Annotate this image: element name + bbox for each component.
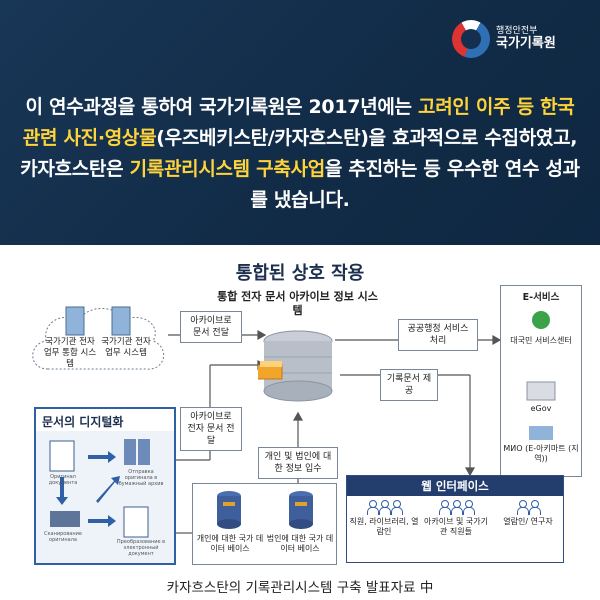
intro-seg5: 을 추진하는 등 우수한 연수 성과를 냈습니다. bbox=[250, 158, 580, 211]
people-icon bbox=[349, 500, 419, 517]
database-icons bbox=[217, 491, 313, 529]
digi-step-scan: Сканирование оригинала bbox=[44, 531, 82, 543]
cloud-label-right: 국가기관 전자 업무 시스템 bbox=[101, 337, 151, 358]
cloud-label-left: 국가기관 전자업무 통합 시스템 bbox=[43, 337, 97, 369]
org-name: 국가기록원 bbox=[496, 35, 556, 51]
e-service-title: E-서비스 bbox=[522, 292, 560, 303]
org-ministry: 행정안전부 bbox=[496, 25, 538, 36]
national-database-panel: 개인에 대한 국가 데이터 베이스 법인에 대한 국가 데이터 베이스 bbox=[192, 483, 337, 565]
system-diagram: 통합된 상호 작용 통합 전자 문서 아카이브 정보 시스템 국가기관 전자업무… bbox=[0, 245, 600, 600]
intro-seg1: 이 연수과정을 통하여 국가기록원은 2017년에는 bbox=[25, 96, 419, 118]
e-service-item-center: 대국민 서비스센터 bbox=[510, 336, 572, 345]
people-icon bbox=[493, 500, 563, 517]
taegeuk-emblem-icon bbox=[452, 20, 490, 58]
web-user-researcher: 열람인/ 연구자 bbox=[493, 500, 563, 527]
digi-step-original: Оригинал документа bbox=[48, 474, 78, 486]
intro-highlight1: 고려인 이주 등 한국 관련 사진·영상물 bbox=[22, 96, 575, 149]
records-provide-label: 기록문서 제공 bbox=[380, 369, 438, 401]
info-receive-label: 개인 및 법인에 대한 정보 입수 bbox=[258, 447, 338, 479]
digi-step-send: Отправка оригинала в бумажный архив bbox=[118, 469, 164, 487]
archive-transfer-label-2: 아카이브로 전자 문서 전달 bbox=[180, 407, 242, 451]
intro-highlight2: 기록관리시스템 구축사업 bbox=[129, 158, 326, 180]
digitization-title: 문서의 디지털화 bbox=[36, 409, 174, 431]
people-icon bbox=[421, 500, 491, 517]
digitization-panel: 문서의 디지털화 Оригинал документа Отправка ори… bbox=[34, 407, 176, 565]
digi-step-convert: Преобразование в электронный документ bbox=[116, 539, 166, 557]
diagram-caption: 카자흐스탄의 기록관리시스템 구축 발표자료 中 bbox=[166, 580, 434, 596]
header-banner: 행정안전부 국가기록원 이 연수과정을 통하여 국가기록원은 2017년에는 고… bbox=[0, 0, 600, 245]
archive-server-icon bbox=[258, 330, 333, 402]
db-individuals-label: 개인에 대한 국가 데이터 베이스 bbox=[196, 534, 264, 553]
archive-transfer-label: 아카이브로 문서 전달 bbox=[180, 311, 242, 343]
government-systems-cloud: 국가기관 전자업무 통합 시스템 국가기관 전자 업무 시스템 bbox=[28, 299, 168, 379]
e-service-panel: E-서비스 대국민 서비스센터 eGov MИO (E-아키마트 (지역)) bbox=[500, 285, 582, 477]
web-user-archive-label: 아카이브 및 국가기관 직원들 bbox=[424, 517, 488, 536]
intro-text: 이 연수과정을 통하여 국가기록원은 2017년에는 고려인 이주 등 한국 관… bbox=[20, 92, 580, 216]
e-service-icons bbox=[526, 311, 556, 440]
web-user-staff-label: 직원, 라이브러리, 열람인 bbox=[349, 517, 419, 536]
diagram-title: 통합된 상호 작용 bbox=[235, 263, 365, 284]
web-user-staff: 직원, 라이브러리, 열람인 bbox=[349, 500, 419, 537]
org-logo: 행정안전부 국가기록원 bbox=[452, 20, 556, 58]
intro-seg3: (우즈베키스탄/카자흐스탄)을 효과적으로 수집하였고, 카자흐스탄은 bbox=[20, 127, 578, 180]
e-service-item-egov: eGov bbox=[530, 404, 552, 413]
web-interface-title: 웹 인터페이스 bbox=[347, 476, 563, 496]
center-system-title: 통합 전자 문서 아카이브 정보 시스템 bbox=[217, 290, 378, 317]
public-service-label: 공공행정 서비스 처리 bbox=[398, 319, 478, 351]
web-user-archive: 아카이브 및 국가기관 직원들 bbox=[421, 500, 491, 537]
db-legal-entities-label: 법인에 대한 국가 데이터 베이스 bbox=[266, 534, 334, 553]
web-interface-panel: 웹 인터페이스 직원, 라이브러리, 열람인 아카이브 및 국가기관 직원들 열… bbox=[346, 475, 564, 563]
e-service-item-mio: MИO (E-아키마트 (지역)) bbox=[503, 444, 579, 463]
digitization-flow-icons bbox=[49, 439, 150, 538]
web-user-researcher-label: 열람인/ 연구자 bbox=[503, 517, 553, 526]
